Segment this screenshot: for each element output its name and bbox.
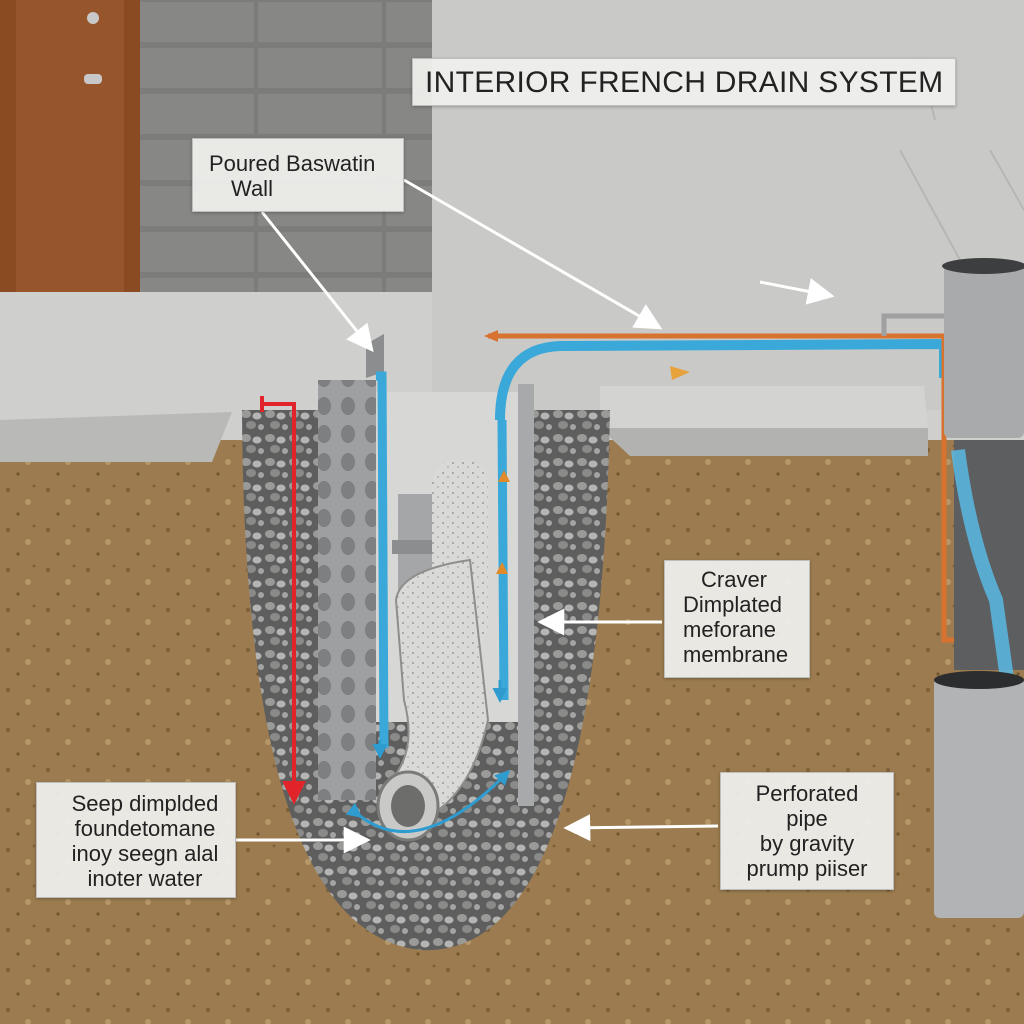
- callout-seep-water: Seep dimplded foundetomane inoy seegn al…: [36, 782, 236, 898]
- callout-poured-wall: Poured Baswatin Wall: [192, 138, 404, 212]
- sump-basin: [934, 678, 1024, 918]
- callout-line: meforane: [683, 617, 776, 642]
- door-handle-icon: [87, 12, 99, 24]
- callout-dimpled-membrane: Craver Dimplated meforane membrane: [664, 560, 810, 678]
- callout-line: membrane: [683, 642, 789, 667]
- callout-line: Wall: [231, 176, 273, 201]
- callout-line: pipe: [786, 806, 828, 831]
- pointer-arrow-icon: [236, 178, 835, 854]
- diagram-title: INTERIOR FRENCH DRAIN SYSTEM: [412, 58, 956, 106]
- callout-line: prump piiser: [746, 856, 868, 881]
- callout-line: Seep dimplded: [71, 791, 219, 816]
- dimpled-membrane-right: [518, 384, 534, 806]
- callout-perforated-pipe: Perforated pipe by gravity prump piiser: [720, 772, 894, 890]
- blue-flow-arrow-icon: [345, 769, 511, 834]
- dimpled-membrane-left: [318, 380, 376, 800]
- sump-pump-top: [944, 262, 1024, 438]
- callout-line: Dimplated: [683, 592, 783, 617]
- water-flow-right: [497, 419, 509, 701]
- callout-line: Perforated: [755, 781, 859, 806]
- red-flow-arrow-icon: [262, 402, 306, 805]
- callout-line: inoy seegn alal: [71, 841, 219, 866]
- orange-flow-arrow-icon: [496, 470, 510, 574]
- callout-line: Poured Baswatin: [209, 151, 376, 176]
- callout-line: Craver: [701, 567, 768, 592]
- water-flow-left: [376, 371, 389, 749]
- callout-line: by gravity: [759, 831, 855, 856]
- water-discharge-line: [495, 338, 949, 421]
- callout-line: inoter water: [87, 866, 203, 891]
- floor-slab-right: [600, 386, 928, 428]
- callout-line: foundetomane: [74, 816, 216, 841]
